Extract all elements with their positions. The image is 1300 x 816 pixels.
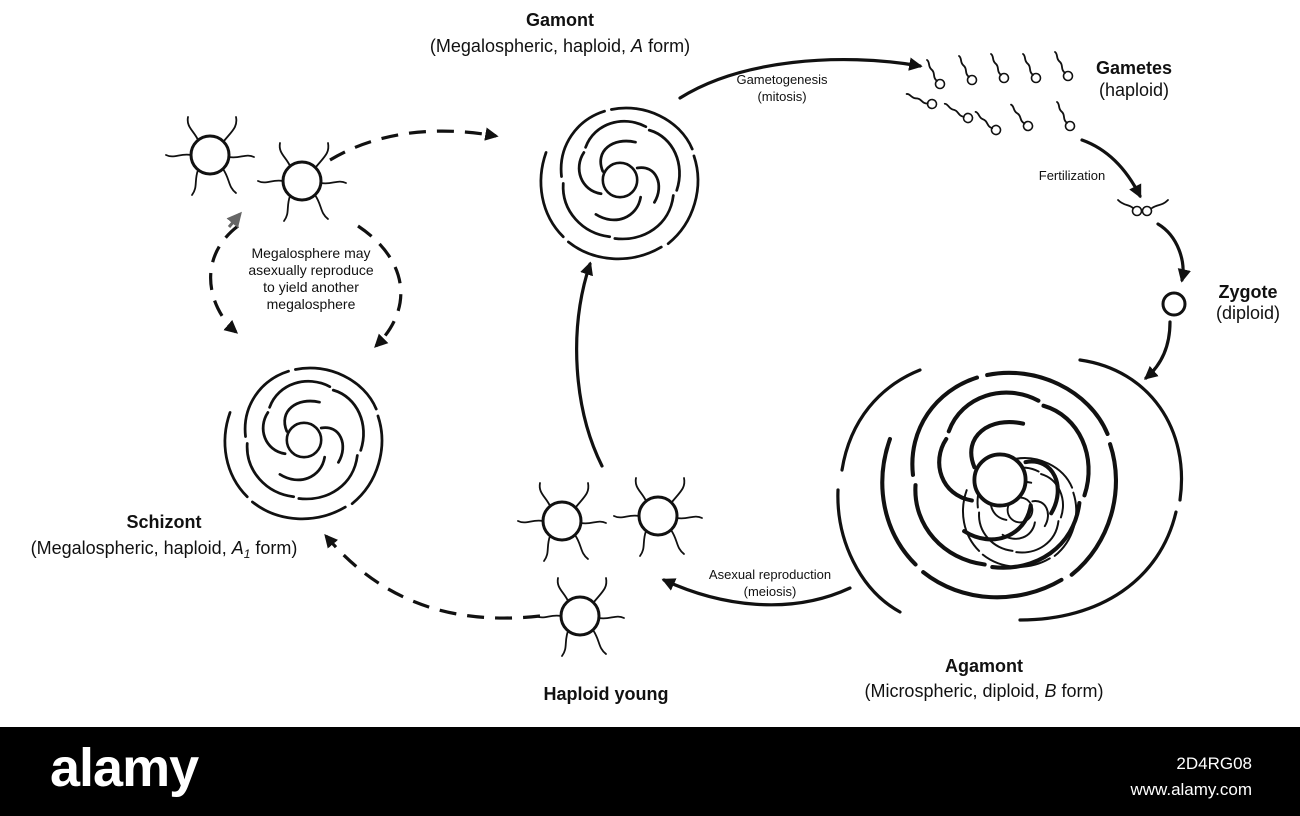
meiosis-label: (meiosis) — [744, 584, 797, 599]
mitosis-label: (mitosis) — [757, 89, 806, 104]
asexual-reproduction-label: Asexual reproduction — [709, 567, 831, 582]
megalosphere-note-2: asexually reproduce — [248, 262, 374, 278]
schizont-test — [223, 366, 384, 521]
megalosphere-dashed-loop-right — [357, 224, 403, 348]
stock-footer-bar: alamy 2D4RG08 www.alamy.com — [0, 727, 1300, 816]
gamont-title: Gamont — [526, 10, 594, 30]
schizont-title: Schizont — [127, 512, 202, 532]
haploid-to-schizont-dashed-arrow — [324, 533, 541, 620]
gametes-title: Gametes — [1096, 58, 1172, 78]
zygote-arrow — [1156, 222, 1191, 283]
megalosphere-note-1: Megalosphere may — [251, 245, 370, 261]
haploid-young-cluster — [516, 476, 704, 658]
gamont-subtitle: (Megalospheric, haploid, A form) — [430, 36, 690, 56]
schizont-subtitle: (Megalospheric, haploid, A1 form) — [31, 538, 298, 561]
agamont-arrow — [1143, 320, 1172, 380]
site-url: www.alamy.com — [1130, 780, 1252, 799]
gamont-test — [539, 106, 700, 261]
haploid-young-label: Haploid young — [544, 684, 669, 704]
gametes-subtitle: (haploid) — [1099, 80, 1169, 100]
gametogenesis-label: Gametogenesis — [736, 72, 828, 87]
zygote-subtitle: (diploid) — [1216, 303, 1280, 323]
fertilizing-gametes — [1117, 199, 1169, 217]
megalosphere-note-4: megalosphere — [267, 296, 356, 312]
haploid-to-gamont-arrow — [575, 261, 604, 468]
image-id: 2D4RG08 www.alamy.com — [1130, 751, 1252, 803]
agamont-subtitle: (Microspheric, diploid, B form) — [864, 681, 1103, 701]
gray-small-arrow — [226, 211, 242, 229]
zygote-cell — [1161, 291, 1187, 317]
alamy-logo: alamy — [50, 738, 199, 798]
fertilization-arrow — [1080, 138, 1142, 199]
asexual-reproduction-arrow — [661, 578, 852, 607]
foraminifera-life-cycle-diagram: Gamont (Megalospheric, haploid, A form) … — [31, 10, 1280, 704]
image-id-code: 2D4RG08 — [1176, 754, 1252, 773]
agamont-title: Agamont — [945, 656, 1023, 676]
megalosphere-dashed-loop — [209, 224, 239, 334]
gametes-cluster — [905, 51, 1076, 140]
megalosphere-zoospores — [164, 115, 348, 223]
zygote-title: Zygote — [1218, 282, 1277, 302]
agamont-test — [836, 358, 1183, 622]
fertilization-label: Fertilization — [1039, 168, 1105, 183]
zoospore-to-gamont-dashed-arrow — [329, 127, 499, 162]
gametogenesis-arrow — [678, 57, 923, 100]
megalosphere-note-3: to yield another — [263, 279, 359, 295]
